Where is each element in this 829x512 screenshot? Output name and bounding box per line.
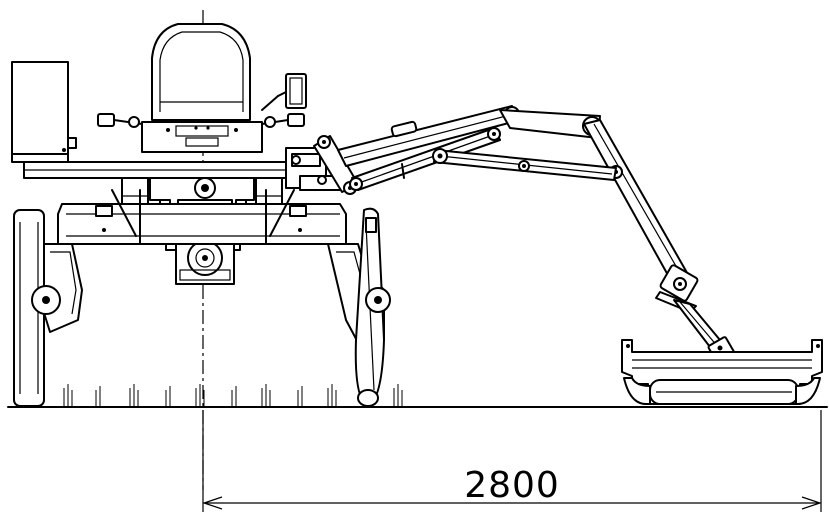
first-boom-cylinder: [349, 127, 501, 191]
arrow-right-icon: [801, 496, 822, 510]
right-wheel: [327, 207, 391, 407]
head-rotator: [655, 264, 737, 366]
second-boom-cylinder: [432, 148, 617, 181]
flail-mower-head: [621, 339, 823, 405]
dimension-2800: 2800: [202, 410, 822, 512]
counterweight-box: [11, 61, 77, 163]
grass-tufts: [63, 384, 403, 406]
mower-boom-arm: [285, 105, 823, 405]
dimension-value: 2800: [464, 465, 560, 506]
left-wheel: [13, 209, 83, 407]
second-boom: [583, 119, 691, 287]
arrow-left-icon: [202, 496, 223, 510]
tractor: [11, 23, 391, 407]
tractor-cab: [97, 23, 307, 153]
mirror-icon: [285, 73, 307, 109]
lift-cylinder: [313, 135, 359, 195]
frame-beam: [23, 161, 309, 179]
